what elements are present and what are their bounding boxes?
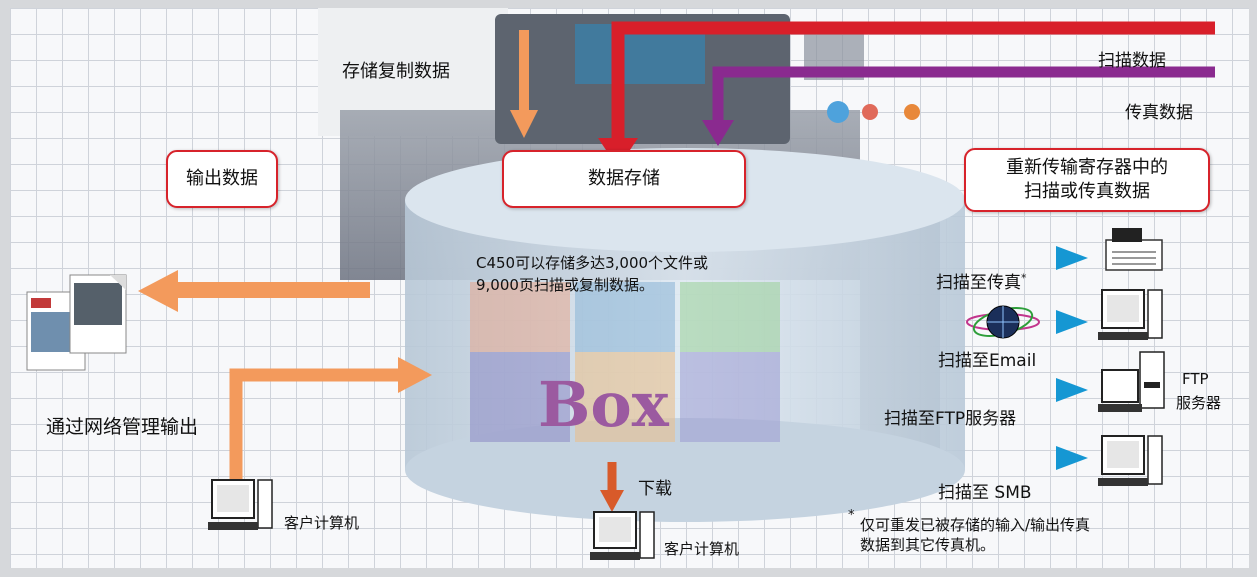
fax-machine-icon — [1105, 228, 1163, 271]
ftp-server-label-line2: 服务器 — [1176, 394, 1222, 412]
data-storage-box: 数据存储 — [502, 150, 746, 208]
globe-icon — [966, 305, 1040, 339]
scan-to-email-label: 扫描至Email — [938, 351, 1037, 371]
capacity-text-line1: C450可以存储多达3,000个文件或 — [476, 254, 709, 272]
client-pc-left-label: 客户计算机 — [284, 514, 360, 532]
footnote-mark: * — [848, 508, 855, 523]
box-title: Box — [538, 368, 669, 441]
store-copy-label: 存储复制数据 — [342, 61, 450, 82]
footnote-line1: 仅可重发已被存储的输入/输出传真 — [860, 516, 1091, 534]
computer-icon — [208, 479, 273, 530]
document-icon — [26, 274, 127, 371]
fax-data-arrow — [712, 66, 1215, 122]
client-pc-bottom-label: 客户计算机 — [664, 540, 740, 558]
ftp-server-label-line1: FTP — [1182, 370, 1209, 388]
footnote-line2: 数据到其它传真机。 — [860, 536, 996, 554]
scan-to-fax-footnote-mark: * — [1021, 271, 1027, 285]
scan-to-fax-text: 扫描至传真 — [936, 273, 1021, 293]
server-icon — [1098, 351, 1165, 412]
network-output-arrow — [229, 368, 400, 480]
output-data-label: 输出数据 — [186, 168, 258, 189]
resend-box: 重新传输寄存器中的 扫描或传真数据 — [964, 148, 1210, 212]
fax-data-label: 传真数据 — [1125, 103, 1193, 123]
computer-icon — [1098, 435, 1163, 486]
scan-data-label: 扫描数据 — [1098, 51, 1166, 71]
network-output-label: 通过网络管理输出 — [46, 416, 199, 438]
scan-to-smb-label: 扫描至 SMB — [938, 483, 1032, 503]
download-label: 下载 — [638, 479, 672, 499]
scan-to-fax-label: 扫描至传真* — [936, 268, 1027, 293]
capacity-text-line2: 9,000页扫描或复制数据。 — [476, 276, 654, 294]
scan-to-ftp-label: 扫描至FTP服务器 — [884, 409, 1017, 429]
computer-icon — [1098, 289, 1163, 340]
data-storage-label: 数据存储 — [588, 168, 660, 189]
resend-label-line2: 扫描或传真数据 — [1024, 181, 1150, 202]
output-data-box: 输出数据 — [166, 150, 278, 208]
resend-label-line1: 重新传输寄存器中的 — [1006, 157, 1168, 178]
scan-data-arrow — [611, 21, 1215, 140]
computer-icon — [590, 511, 655, 560]
